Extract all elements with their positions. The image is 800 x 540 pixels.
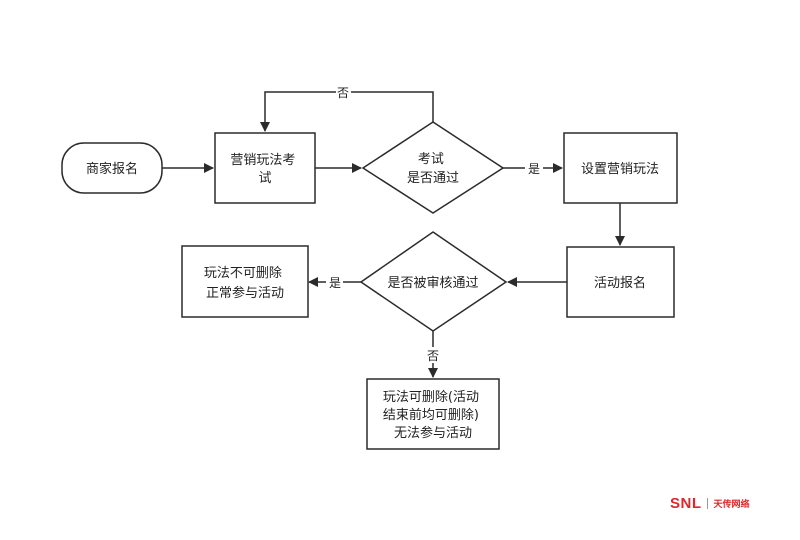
edge-label-pass-yes: 是	[528, 162, 540, 176]
node-decision-review-label: 是否被审核通过	[387, 276, 478, 291]
edge-label-review-no: 否	[427, 349, 439, 363]
edge-label-review-yes: 是	[329, 276, 341, 290]
node-result-no-delete	[181, 245, 309, 318]
node-signup-label: 活动报名	[594, 275, 646, 291]
node-result-delete-label: 玩法可删除(活动 结束前均可删除) 无法参与活动	[383, 390, 483, 441]
edge-label-fail: 否	[337, 86, 349, 100]
node-decision-review	[359, 231, 508, 332]
node-setup	[563, 132, 678, 204]
node-decision-pass-label: 考试 是否通过	[407, 152, 459, 186]
node-exam-label: 营销玩法考 试	[230, 153, 299, 186]
node-result-no-delete-label: 玩法不可删除 正常参与活动	[204, 266, 286, 301]
watermark-logo: SNL 天传网络	[670, 494, 750, 512]
watermark-mark: SNL	[670, 494, 702, 512]
node-signup	[566, 246, 675, 318]
node-exam	[214, 132, 316, 204]
node-start	[61, 142, 163, 194]
watermark-text: 天传网络	[713, 499, 750, 510]
node-decision-pass	[361, 121, 505, 214]
watermark-divider	[706, 497, 708, 509]
node-start-label: 商家报名	[86, 161, 138, 177]
node-setup-label: 设置营销玩法	[581, 162, 659, 177]
node-result-delete	[366, 378, 500, 450]
